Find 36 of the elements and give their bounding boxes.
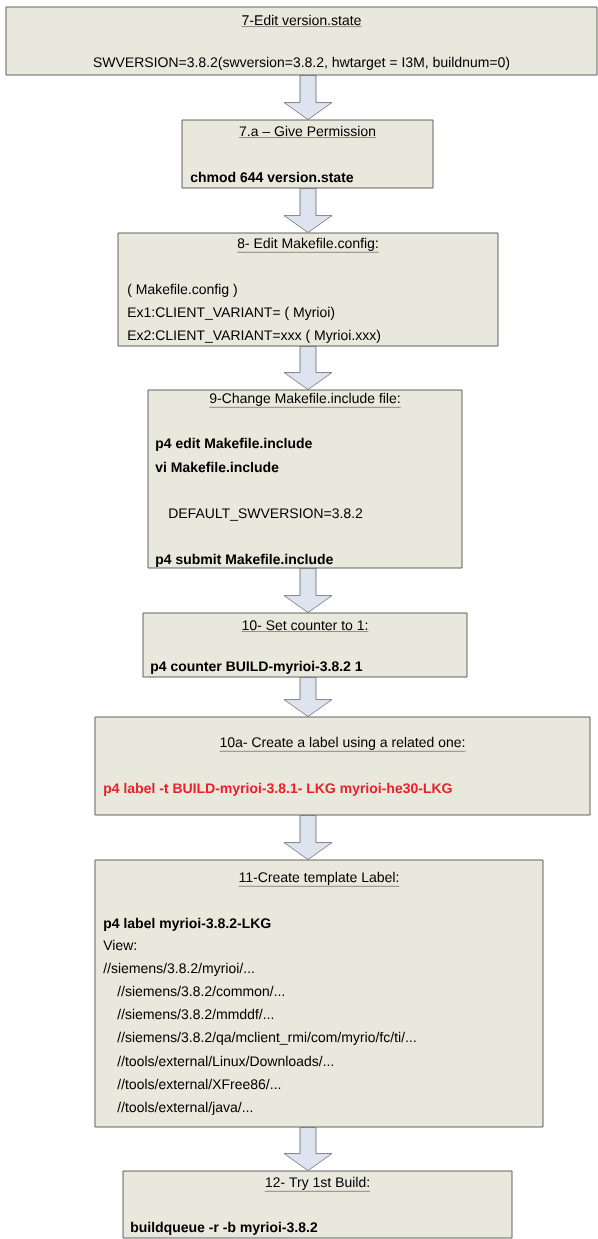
block-arrow	[283, 677, 333, 717]
block-arrow	[283, 1127, 333, 1171]
command-text: p4 label -t BUILD-myrioi-3.8.1- LKG myrioi-he30-LKG	[104, 782, 452, 796]
block-arrow	[283, 188, 333, 233]
step-heading: 8- Edit Makefile.config:	[237, 237, 379, 253]
code-text: //siemens/3.8.2/mmddf/...	[117, 1008, 274, 1020]
step-heading: 12- Try 1st Build:	[264, 1176, 371, 1192]
code-text: //tools/external/XFree86/...	[117, 1078, 281, 1090]
command-text: chmod 644 version.state	[190, 171, 354, 183]
code-text: //siemens/3.8.2/common/...	[117, 985, 284, 997]
step-heading: 7.a – Give Permission	[238, 125, 377, 138]
code-text: //siemens/3.8.2/myrioi/...	[103, 962, 254, 976]
code-text: SWVERSION=3.8.2(swversion=3.8.2, hwtarget = I3M, buildnum=0)	[93, 56, 510, 70]
step-heading: 10- Set counter to 1:	[241, 620, 369, 632]
code-text: ( Makefile.config )	[128, 283, 237, 297]
code-text: Ex2:CLIENT_VARIANT=xxx ( Myrioi.xxx)	[128, 329, 381, 343]
command-text: p4 edit Makefile.include	[156, 437, 312, 451]
command-text: buildqueue -r -b myrioi-3.8.2	[131, 1221, 318, 1235]
step-heading: 7-Edit version.state	[241, 14, 362, 27]
block-arrow	[283, 568, 333, 613]
block-arrow	[283, 75, 333, 120]
block-arrow	[283, 815, 333, 860]
code-text: View:	[103, 939, 136, 951]
code-text: //siemens/3.8.2/qa/mclient_rmi/com/myrio/fc/ti/...	[117, 1031, 416, 1045]
command-text: p4 label myrioi-3.8.2-LKG	[104, 917, 271, 931]
code-text: DEFAULT_SWVERSION=3.8.2	[169, 508, 363, 521]
block-arrow	[283, 346, 333, 390]
command-text: p4 counter BUILD-myrioi-3.8.2 1	[151, 660, 363, 674]
code-text: Ex1:CLIENT_VARIANT= ( Myrioi)	[128, 306, 335, 320]
step-heading: 9-Change Makefile.include file:	[209, 392, 401, 408]
step-heading: 10a- Create a label using a related one:	[219, 736, 466, 752]
step-heading: 11-Create template Label:	[238, 871, 400, 887]
code-text: //tools/external/java/...	[117, 1101, 253, 1115]
code-text: //tools/external/Linux/Downloads/...	[117, 1055, 333, 1067]
command-text: vi Makefile.include	[155, 461, 279, 473]
command-text: p4 submit Makefile.include	[156, 553, 333, 567]
